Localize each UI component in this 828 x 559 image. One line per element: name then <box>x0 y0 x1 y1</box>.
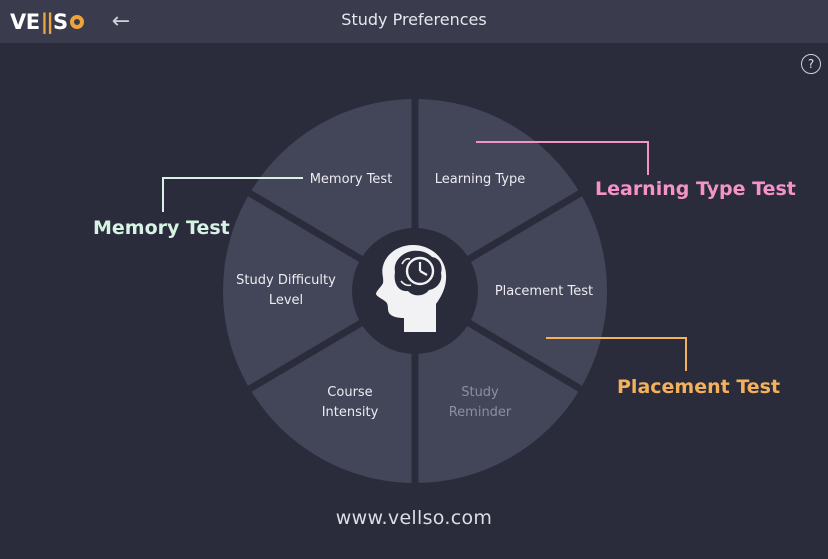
vellso-logo[interactable]: VE||S <box>10 10 84 34</box>
segment-label-placement-test[interactable]: Placement Test <box>494 284 594 299</box>
top-bar: VE||S ← Study Preferences <box>0 0 828 43</box>
segment-learning-type[interactable] <box>415 99 581 291</box>
page-title: Study Preferences <box>341 10 487 29</box>
learning-type-test-callout: Learning Type Test <box>595 178 796 200</box>
brain-clock-head-icon <box>376 245 447 332</box>
segment-label-course-intensity[interactable]: Course Intensity <box>321 385 379 420</box>
segment-course-intensity[interactable] <box>249 291 415 484</box>
memory-test-callout-line <box>162 177 303 212</box>
segment-study-reminder[interactable] <box>415 291 581 483</box>
segment-study-difficulty[interactable] <box>222 193 415 389</box>
memory-test-callout: Memory Test <box>93 217 230 239</box>
segment-memory-test[interactable] <box>249 99 415 291</box>
help-icon[interactable]: ? <box>801 54 821 74</box>
footer-url[interactable]: www.vellso.com <box>335 507 493 529</box>
segment-placement-test[interactable] <box>415 193 608 389</box>
segment-label-study-reminder[interactable]: Study Reminder <box>448 385 512 420</box>
segment-label-learning-type[interactable]: Learning Type <box>434 172 526 187</box>
placement-test-callout: Placement Test <box>617 376 781 398</box>
learning-type-callout-line <box>476 141 649 175</box>
back-arrow-icon[interactable]: ← <box>111 9 131 34</box>
segment-label-study-difficulty-level[interactable]: Study Difficulty Level <box>236 273 336 308</box>
placement-test-callout-line <box>546 337 687 371</box>
segment-label-memory-test[interactable]: Memory Test <box>309 172 393 187</box>
